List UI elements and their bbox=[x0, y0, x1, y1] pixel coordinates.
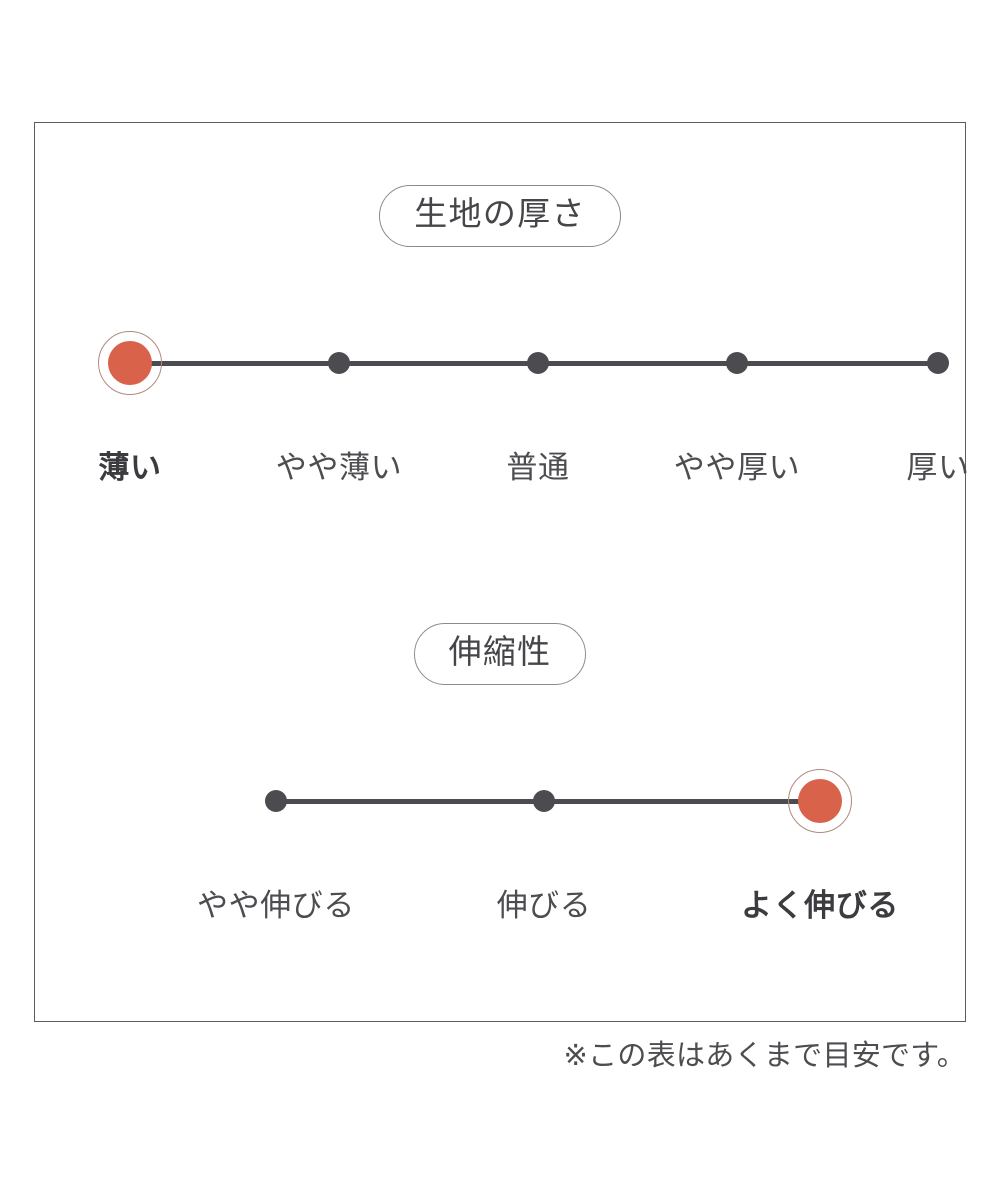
scale-node-label: 伸びる bbox=[496, 888, 592, 925]
scale-node-label: やや薄い bbox=[275, 450, 403, 487]
spec-panel: 生地の厚さ 薄い やや薄い 普通 やや厚い bbox=[34, 122, 969, 1022]
section-title-pill-thickness: 生地の厚さ bbox=[379, 185, 621, 247]
scale-dot-icon bbox=[927, 352, 949, 375]
section-title-row: 伸縮性 bbox=[35, 623, 965, 685]
section-title-pill-stretch: 伸縮性 bbox=[413, 623, 587, 685]
scale-dot-icon bbox=[726, 352, 748, 375]
scale-dot-icon bbox=[265, 790, 287, 813]
scale-node-label: 薄い bbox=[98, 450, 162, 487]
scale-dot-icon bbox=[798, 779, 842, 824]
scale-node-label: やや伸びる bbox=[196, 888, 356, 925]
scale-node-label: 厚い bbox=[906, 450, 970, 487]
scale-track-thickness: 薄い やや薄い 普通 やや厚い 厚い bbox=[35, 305, 969, 484]
scale-section-stretch: 伸縮性 やや伸びる 伸びる よく伸びる bbox=[35, 623, 965, 922]
scale-node-label: よく伸びる bbox=[740, 888, 900, 925]
active-ring-icon bbox=[98, 331, 162, 396]
active-ring-icon bbox=[788, 769, 852, 834]
scale-node-label: 普通 bbox=[506, 450, 570, 487]
scale-dot-icon bbox=[108, 341, 152, 386]
scale-track-stretch: やや伸びる 伸びる よく伸びる bbox=[35, 743, 965, 922]
scale-dot-icon bbox=[533, 790, 555, 813]
scale-dot-icon bbox=[328, 352, 350, 375]
scale-section-thickness: 生地の厚さ 薄い やや薄い 普通 やや厚い bbox=[35, 185, 969, 484]
footnote-text: ※この表はあくまで目安です。 bbox=[563, 1038, 966, 1072]
scale-node-label: やや厚い bbox=[673, 450, 801, 487]
section-title-row: 生地の厚さ bbox=[35, 185, 965, 247]
scale-dot-icon bbox=[527, 352, 549, 375]
